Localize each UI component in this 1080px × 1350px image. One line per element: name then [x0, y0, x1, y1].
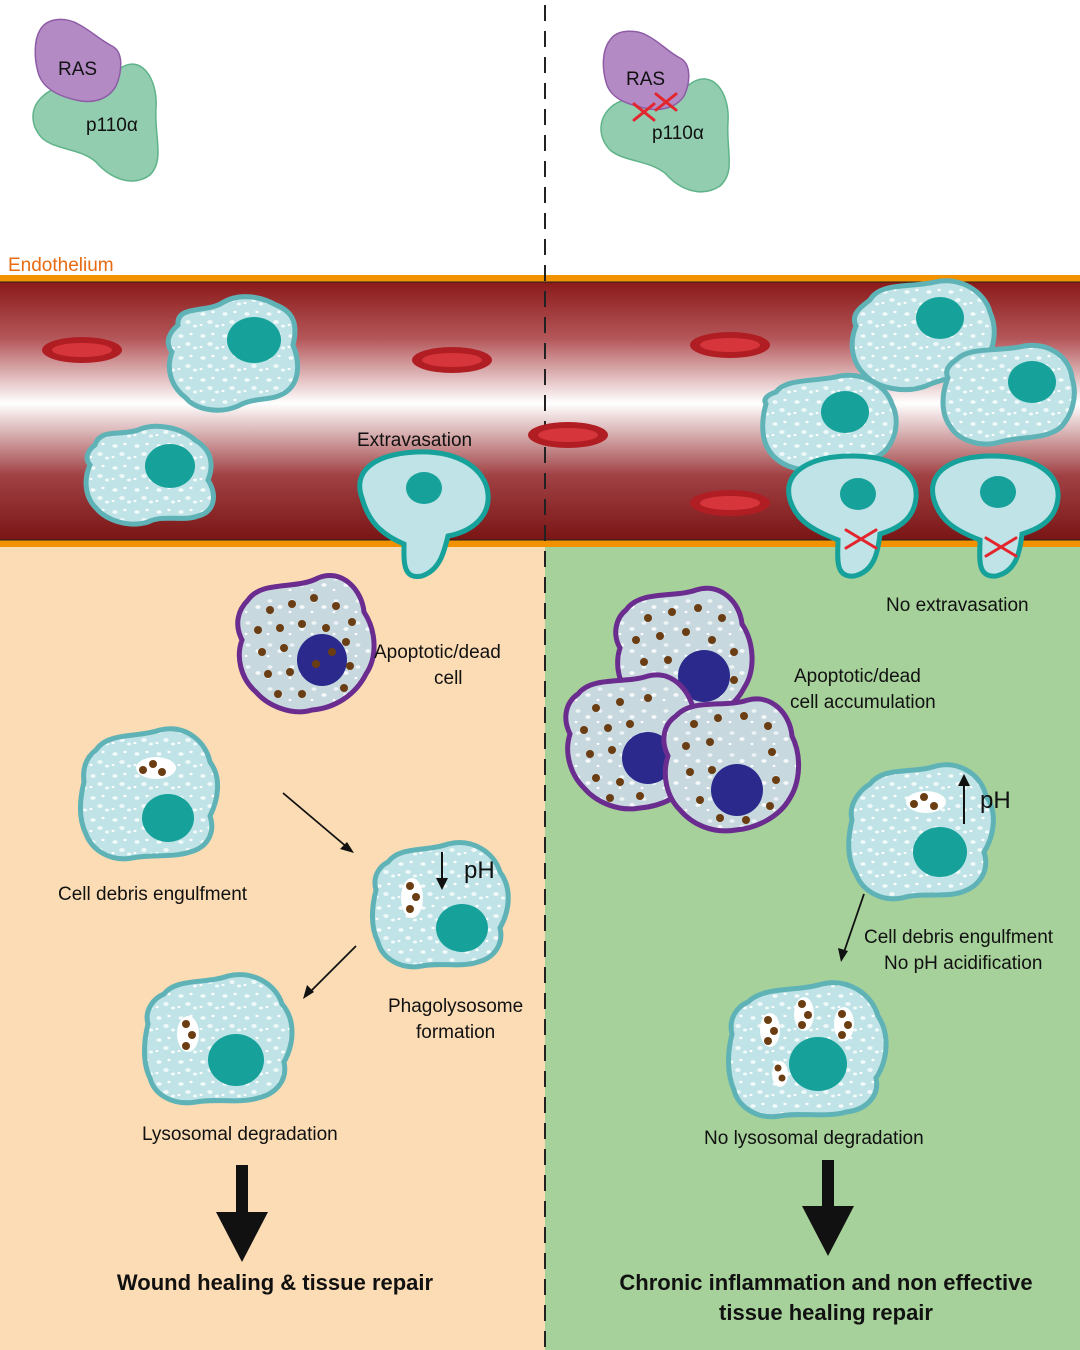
- ph-label-right: pH: [980, 787, 1011, 814]
- apoptotic-label-2: cell: [434, 668, 463, 689]
- phagolysosome-label-1: Phagolysosome: [388, 996, 523, 1017]
- apoptotic-cell: [235, 573, 377, 715]
- ras-protein-left: [34, 18, 122, 103]
- apoptotic-label-1: Apoptotic/dead: [374, 642, 501, 663]
- arrow-engulfment-to-no-degradation: [843, 893, 865, 953]
- arrow-phagolysosome-to-degradation: [309, 945, 357, 993]
- endothelium-top: [0, 275, 1080, 282]
- outcome-left: Wound healing & tissue repair: [117, 1270, 434, 1295]
- accumulation-label-2: cell accumulation: [790, 692, 936, 713]
- macrophage-degrading: [142, 972, 295, 1106]
- engulfment-label-right-1: Cell debris engulfment: [864, 927, 1054, 948]
- ph-label-left: pH: [464, 857, 495, 884]
- p110alpha-protein-right: [600, 78, 731, 193]
- outcome-right-1: Chronic inflammation and non effective: [619, 1270, 1032, 1295]
- blocked-extravasating-monocyte: [930, 453, 1061, 579]
- extravasation-label: Extravasation: [357, 430, 472, 451]
- apoptotic-cell-cluster: [563, 585, 802, 834]
- outcome-right-2: tissue healing repair: [719, 1300, 933, 1325]
- red-blood-cell: [42, 337, 122, 363]
- macrophage-engulfing: [78, 726, 220, 862]
- p110-label-left: p110α: [86, 115, 138, 136]
- ras-label-left: RAS: [58, 59, 97, 80]
- monocyte: [165, 294, 301, 413]
- monocyte: [83, 423, 216, 527]
- binding-blocked-icon: [632, 92, 678, 122]
- extravasating-monocyte: [357, 449, 491, 579]
- macrophage-not-degrading: [726, 980, 889, 1120]
- blocked-extravasating-monocyte: [786, 453, 919, 579]
- red-blood-cell: [690, 490, 770, 516]
- p110-label-right: p110α: [652, 123, 704, 144]
- endothelium-label: Endothelium: [8, 255, 114, 276]
- macrophage-engulfing-no-acidification: [846, 762, 996, 902]
- outcome-arrow-left: [216, 1165, 268, 1262]
- endothelium-bottom: [0, 540, 1080, 547]
- no-lysosomal-label: No lysosomal degradation: [704, 1128, 924, 1149]
- top-panel-background: [0, 0, 1080, 275]
- red-blood-cell: [412, 347, 492, 373]
- red-blood-cell: [690, 332, 770, 358]
- red-blood-cell: [528, 422, 608, 448]
- accumulation-label-1: Apoptotic/dead: [794, 666, 921, 687]
- monocyte: [940, 342, 1077, 447]
- arrow-engulfment-to-phagolysosome: [282, 792, 349, 849]
- lysosomal-label: Lysosomal degradation: [142, 1124, 338, 1145]
- monocyte: [760, 372, 899, 473]
- engulfment-label-left: Cell debris engulfment: [58, 884, 248, 905]
- no-extravasation-label: No extravasation: [886, 595, 1029, 616]
- engulfment-label-right-2: No pH acidification: [884, 953, 1042, 974]
- ras-label-right: RAS: [626, 69, 665, 90]
- outcome-arrow-right: [802, 1160, 854, 1256]
- ras-protein-right: [602, 30, 690, 111]
- macrophage-phagolysosome: [370, 840, 511, 970]
- phagolysosome-label-2: formation: [416, 1022, 495, 1043]
